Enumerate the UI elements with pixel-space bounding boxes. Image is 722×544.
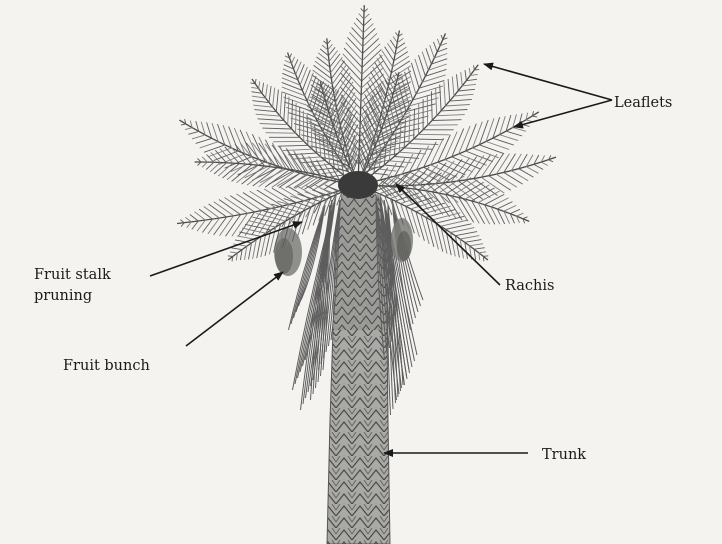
trunk-label: Trunk <box>542 446 586 464</box>
fruit-stalk-pruning-label-line2: pruning <box>34 287 92 305</box>
leaflets-label: Leaflets <box>614 94 672 112</box>
crown-center <box>338 171 378 199</box>
fruit-bunch-arrow <box>186 272 283 346</box>
leaflets-arrow-upper <box>484 64 612 100</box>
rachis-label: Rachis <box>505 277 554 295</box>
fruit-bunch-label: Fruit bunch <box>63 357 150 375</box>
leaflets-arrow-lower <box>514 100 612 127</box>
fruit-stalk-pruning-label-line1: Fruit stalk <box>34 266 111 284</box>
